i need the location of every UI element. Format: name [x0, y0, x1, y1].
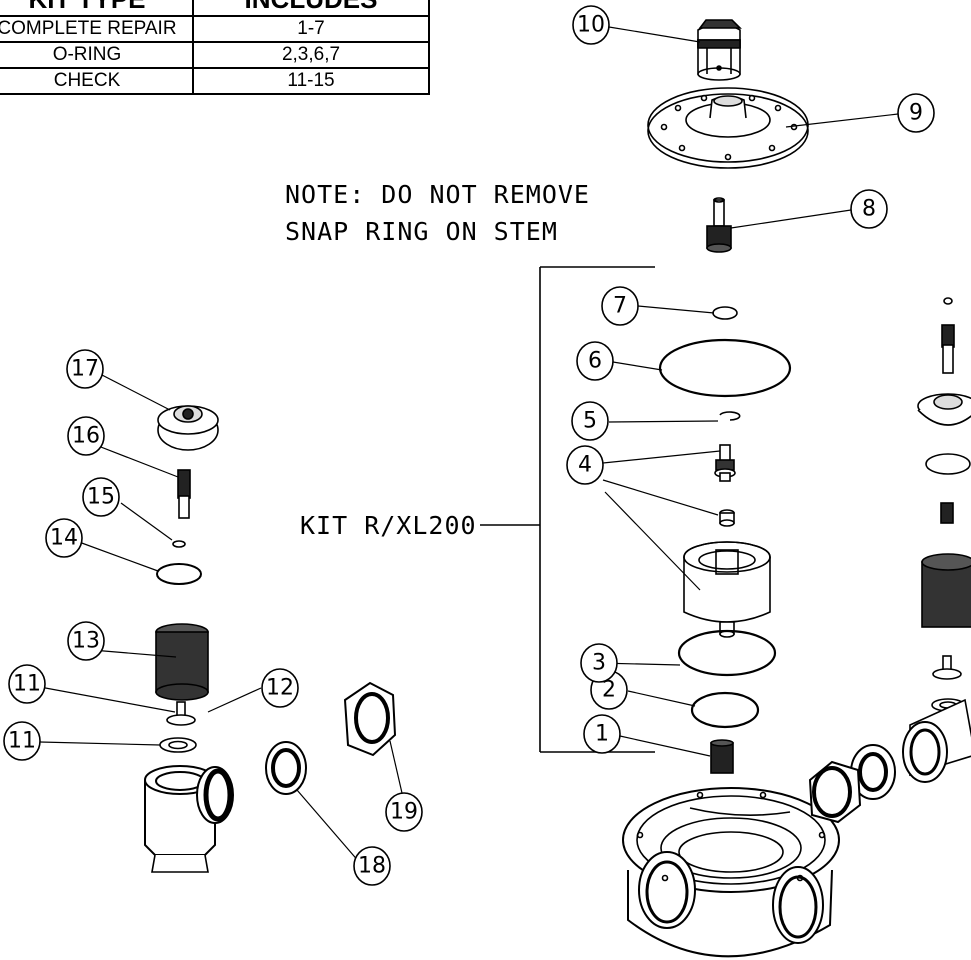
- svg-text:6: 6: [588, 349, 602, 374]
- kit-type-cell: O-RING: [0, 41, 194, 69]
- svg-text:11: 11: [13, 672, 41, 697]
- svg-text:8: 8: [862, 197, 876, 222]
- part-oring-6: [658, 338, 792, 398]
- callout-13: 13: [67, 621, 105, 661]
- callout-8: 8: [850, 189, 888, 229]
- callout-3: 3: [580, 643, 618, 683]
- part-oring-2: [690, 691, 760, 729]
- part-cap-knob: [697, 19, 742, 81]
- svg-text:16: 16: [72, 424, 100, 449]
- kit-type-cell: COMPLETE REPAIR: [0, 15, 194, 43]
- callout-19: 19: [385, 792, 423, 832]
- svg-text:13: 13: [72, 629, 100, 654]
- note-line-2: SNAP RING ON STEM: [285, 217, 558, 246]
- callout-12: 12: [261, 668, 299, 708]
- svg-text:3: 3: [592, 651, 606, 676]
- callout-11b: 11: [3, 721, 41, 761]
- svg-text:18: 18: [358, 854, 386, 879]
- part-ring-15: [172, 540, 186, 548]
- leader-lines: [39, 26, 899, 864]
- kit-type-cell: CHECK: [0, 67, 194, 95]
- kit-bracket: [480, 266, 655, 753]
- part-snap-ring-5: [719, 411, 741, 421]
- svg-text:19: 19: [390, 800, 418, 825]
- callout-4: 4: [566, 445, 604, 485]
- part-oring-7: [712, 306, 738, 320]
- table-row: O-RING 2,3,6,7: [0, 41, 430, 69]
- callout-17: 17: [66, 349, 104, 389]
- callout-9: 9: [897, 93, 935, 133]
- kit-table-header: KIT TYPE INCLUDES: [0, 0, 430, 17]
- svg-text:7: 7: [613, 294, 627, 319]
- part-nut-18: [265, 741, 307, 795]
- includes-cell: 11-15: [192, 67, 430, 95]
- svg-text:9: 9: [909, 101, 923, 126]
- svg-text:1: 1: [595, 722, 609, 747]
- callout-14: 14: [45, 518, 83, 558]
- svg-text:14: 14: [50, 526, 78, 551]
- part-spring-1: [710, 739, 734, 774]
- includes-cell: 1-7: [192, 15, 430, 43]
- part-valve-insert: [683, 444, 771, 638]
- part-cover-plate: [647, 87, 809, 169]
- part-nut-19: [343, 681, 397, 757]
- part-stem-16: [177, 469, 191, 519]
- kit-table: KIT TYPE INCLUDES COMPLETE REPAIR 1-7 O-…: [0, 0, 430, 95]
- table-row: COMPLETE REPAIR 1-7: [0, 15, 430, 43]
- table-row: CHECK 11-15: [0, 67, 430, 95]
- svg-text:12: 12: [266, 676, 294, 701]
- svg-text:17: 17: [71, 357, 99, 382]
- part-elbow-fitting: [144, 765, 234, 873]
- callout-10: 10: [572, 5, 610, 45]
- callout-1: 1: [583, 714, 621, 754]
- part-stem: [706, 197, 732, 253]
- part-left-cap-17: [157, 405, 219, 451]
- part-screen-12: [155, 623, 209, 701]
- kit-label: KIT R/XL200: [300, 511, 477, 540]
- includes-header: INCLUDES: [192, 0, 430, 17]
- callout-11a: 11: [8, 664, 46, 704]
- part-oring-3: [677, 629, 777, 677]
- part-check-11: [159, 701, 197, 753]
- callout-7: 7: [601, 286, 639, 326]
- kit-type-header: KIT TYPE: [0, 0, 194, 17]
- svg-text:5: 5: [583, 409, 597, 434]
- part-oring-14: [156, 563, 202, 585]
- includes-cell: 2,3,6,7: [192, 41, 430, 69]
- callout-5: 5: [571, 401, 609, 441]
- callout-18: 18: [353, 846, 391, 886]
- callout-16: 16: [67, 416, 105, 456]
- callout-6: 6: [576, 341, 614, 381]
- part-right-side-assembly: [808, 297, 971, 824]
- note-line-1: NOTE: DO NOT REMOVE: [285, 180, 590, 209]
- svg-text:10: 10: [577, 13, 605, 38]
- svg-text:4: 4: [578, 453, 592, 478]
- callout-15: 15: [82, 477, 120, 517]
- svg-text:15: 15: [87, 485, 115, 510]
- svg-text:11: 11: [8, 729, 36, 754]
- svg-text:2: 2: [602, 678, 616, 703]
- part-valve-body: [622, 787, 840, 958]
